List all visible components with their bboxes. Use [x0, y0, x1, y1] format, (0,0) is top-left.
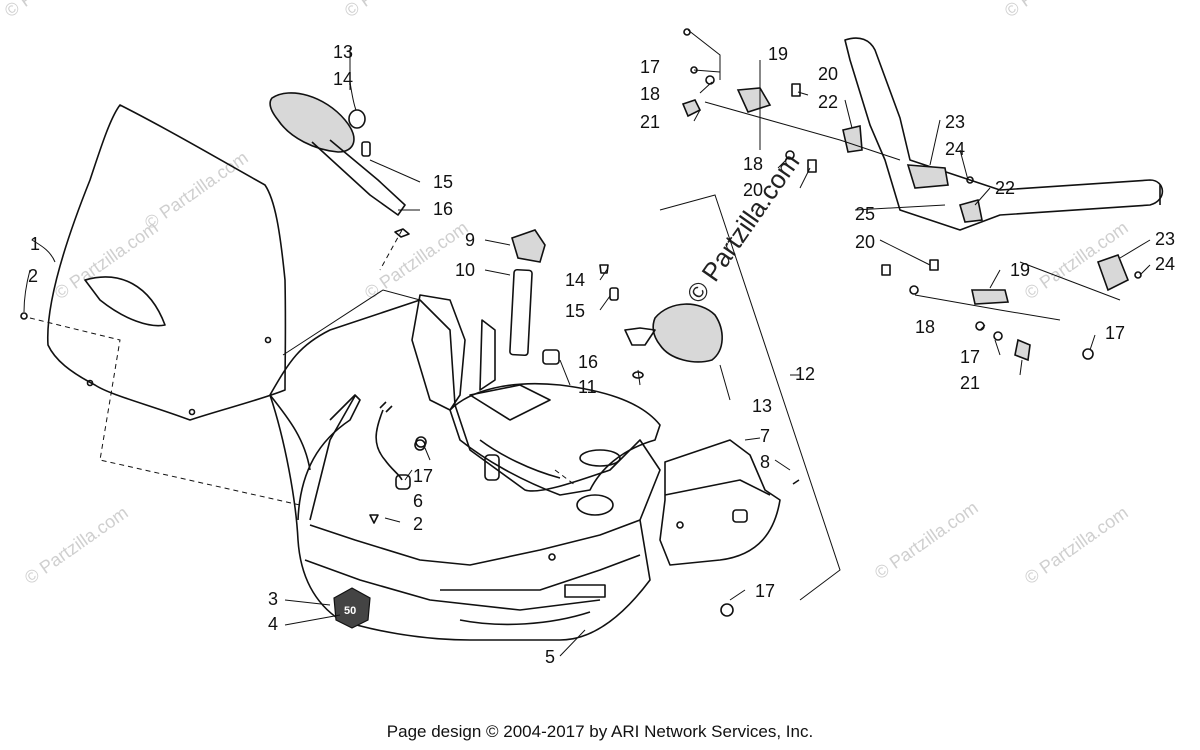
- front-hood: 50: [269, 294, 661, 641]
- handlebar: [844, 37, 1164, 231]
- callout-17: 17: [1105, 323, 1125, 343]
- callout-16: 16: [433, 199, 453, 219]
- callout-23: 23: [1155, 229, 1175, 249]
- callout-13: 13: [752, 396, 772, 416]
- callout-4: 4: [268, 614, 278, 634]
- callout-17: 17: [640, 57, 660, 77]
- switch-parts: [509, 229, 560, 365]
- callout-21: 21: [640, 112, 660, 132]
- callout-15: 15: [565, 301, 585, 321]
- callout-9: 9: [465, 230, 475, 250]
- watermark: © Partzilla.com: [871, 497, 982, 583]
- callout-13: 13: [333, 42, 353, 62]
- right-side-panel: [659, 439, 781, 566]
- callouts: 1 2 2 3 4 5 6 7 8 9 10 11 12 13 13 14 14…: [28, 42, 1175, 667]
- callout-5: 5: [545, 647, 555, 667]
- watermark: © Partzilla.com: [1, 0, 112, 21]
- callout-14: 14: [565, 270, 585, 290]
- callout-17: 17: [413, 466, 433, 486]
- callout-24: 24: [945, 139, 965, 159]
- callout-2: 2: [413, 514, 423, 534]
- callout-22: 22: [818, 92, 838, 112]
- callout-24: 24: [1155, 254, 1175, 274]
- callout-11: 11: [578, 377, 597, 397]
- callout-7: 7: [760, 426, 770, 446]
- callout-17: 17: [960, 347, 980, 367]
- callout-15: 15: [433, 172, 453, 192]
- callout-18: 18: [915, 317, 935, 337]
- watermarks: © Partzilla.com © Partzilla.com © Partzi…: [1, 0, 1132, 588]
- callout-17: 17: [755, 581, 775, 601]
- callout-19: 19: [1010, 260, 1030, 280]
- callout-22: 22: [995, 178, 1015, 198]
- callout-21: 21: [960, 373, 980, 393]
- callout-23: 23: [945, 112, 965, 132]
- watermark: © Partzilla.com: [21, 502, 132, 588]
- leader-lines: [23, 29, 1151, 657]
- callout-20: 20: [818, 64, 838, 84]
- left-mirror: [269, 92, 410, 238]
- callout-1: 1: [30, 234, 40, 254]
- callout-25: 25: [855, 204, 875, 224]
- dash-pod: [449, 382, 661, 516]
- callout-10: 10: [455, 260, 475, 280]
- callout-18: 18: [743, 154, 763, 174]
- callout-2: 2: [28, 266, 38, 286]
- handlebar-hardware: [681, 28, 1142, 362]
- callout-8: 8: [760, 452, 770, 472]
- hood-badge: 50: [344, 605, 356, 617]
- watermark: © Partzilla.com: [1001, 0, 1112, 21]
- small-hardware: [20, 312, 800, 617]
- callout-16: 16: [578, 352, 598, 372]
- watermark: © Partzilla.com: [341, 0, 452, 21]
- callout-20: 20: [743, 180, 763, 200]
- watermark: © Partzilla.com: [141, 147, 252, 233]
- callout-20: 20: [855, 232, 875, 252]
- page-footer: Page design © 2004-2017 by ARI Network S…: [386, 722, 814, 741]
- callout-6: 6: [413, 491, 423, 511]
- callout-19: 19: [768, 44, 788, 64]
- windshield: [46, 104, 287, 421]
- watermark: © Partzilla.com: [51, 217, 162, 303]
- wire-harness: [375, 401, 411, 490]
- watermark: © Partzilla.com: [1021, 502, 1132, 588]
- callout-18: 18: [640, 84, 660, 104]
- callout-3: 3: [268, 589, 278, 609]
- callout-14: 14: [333, 69, 353, 89]
- callout-12: 12: [795, 364, 815, 384]
